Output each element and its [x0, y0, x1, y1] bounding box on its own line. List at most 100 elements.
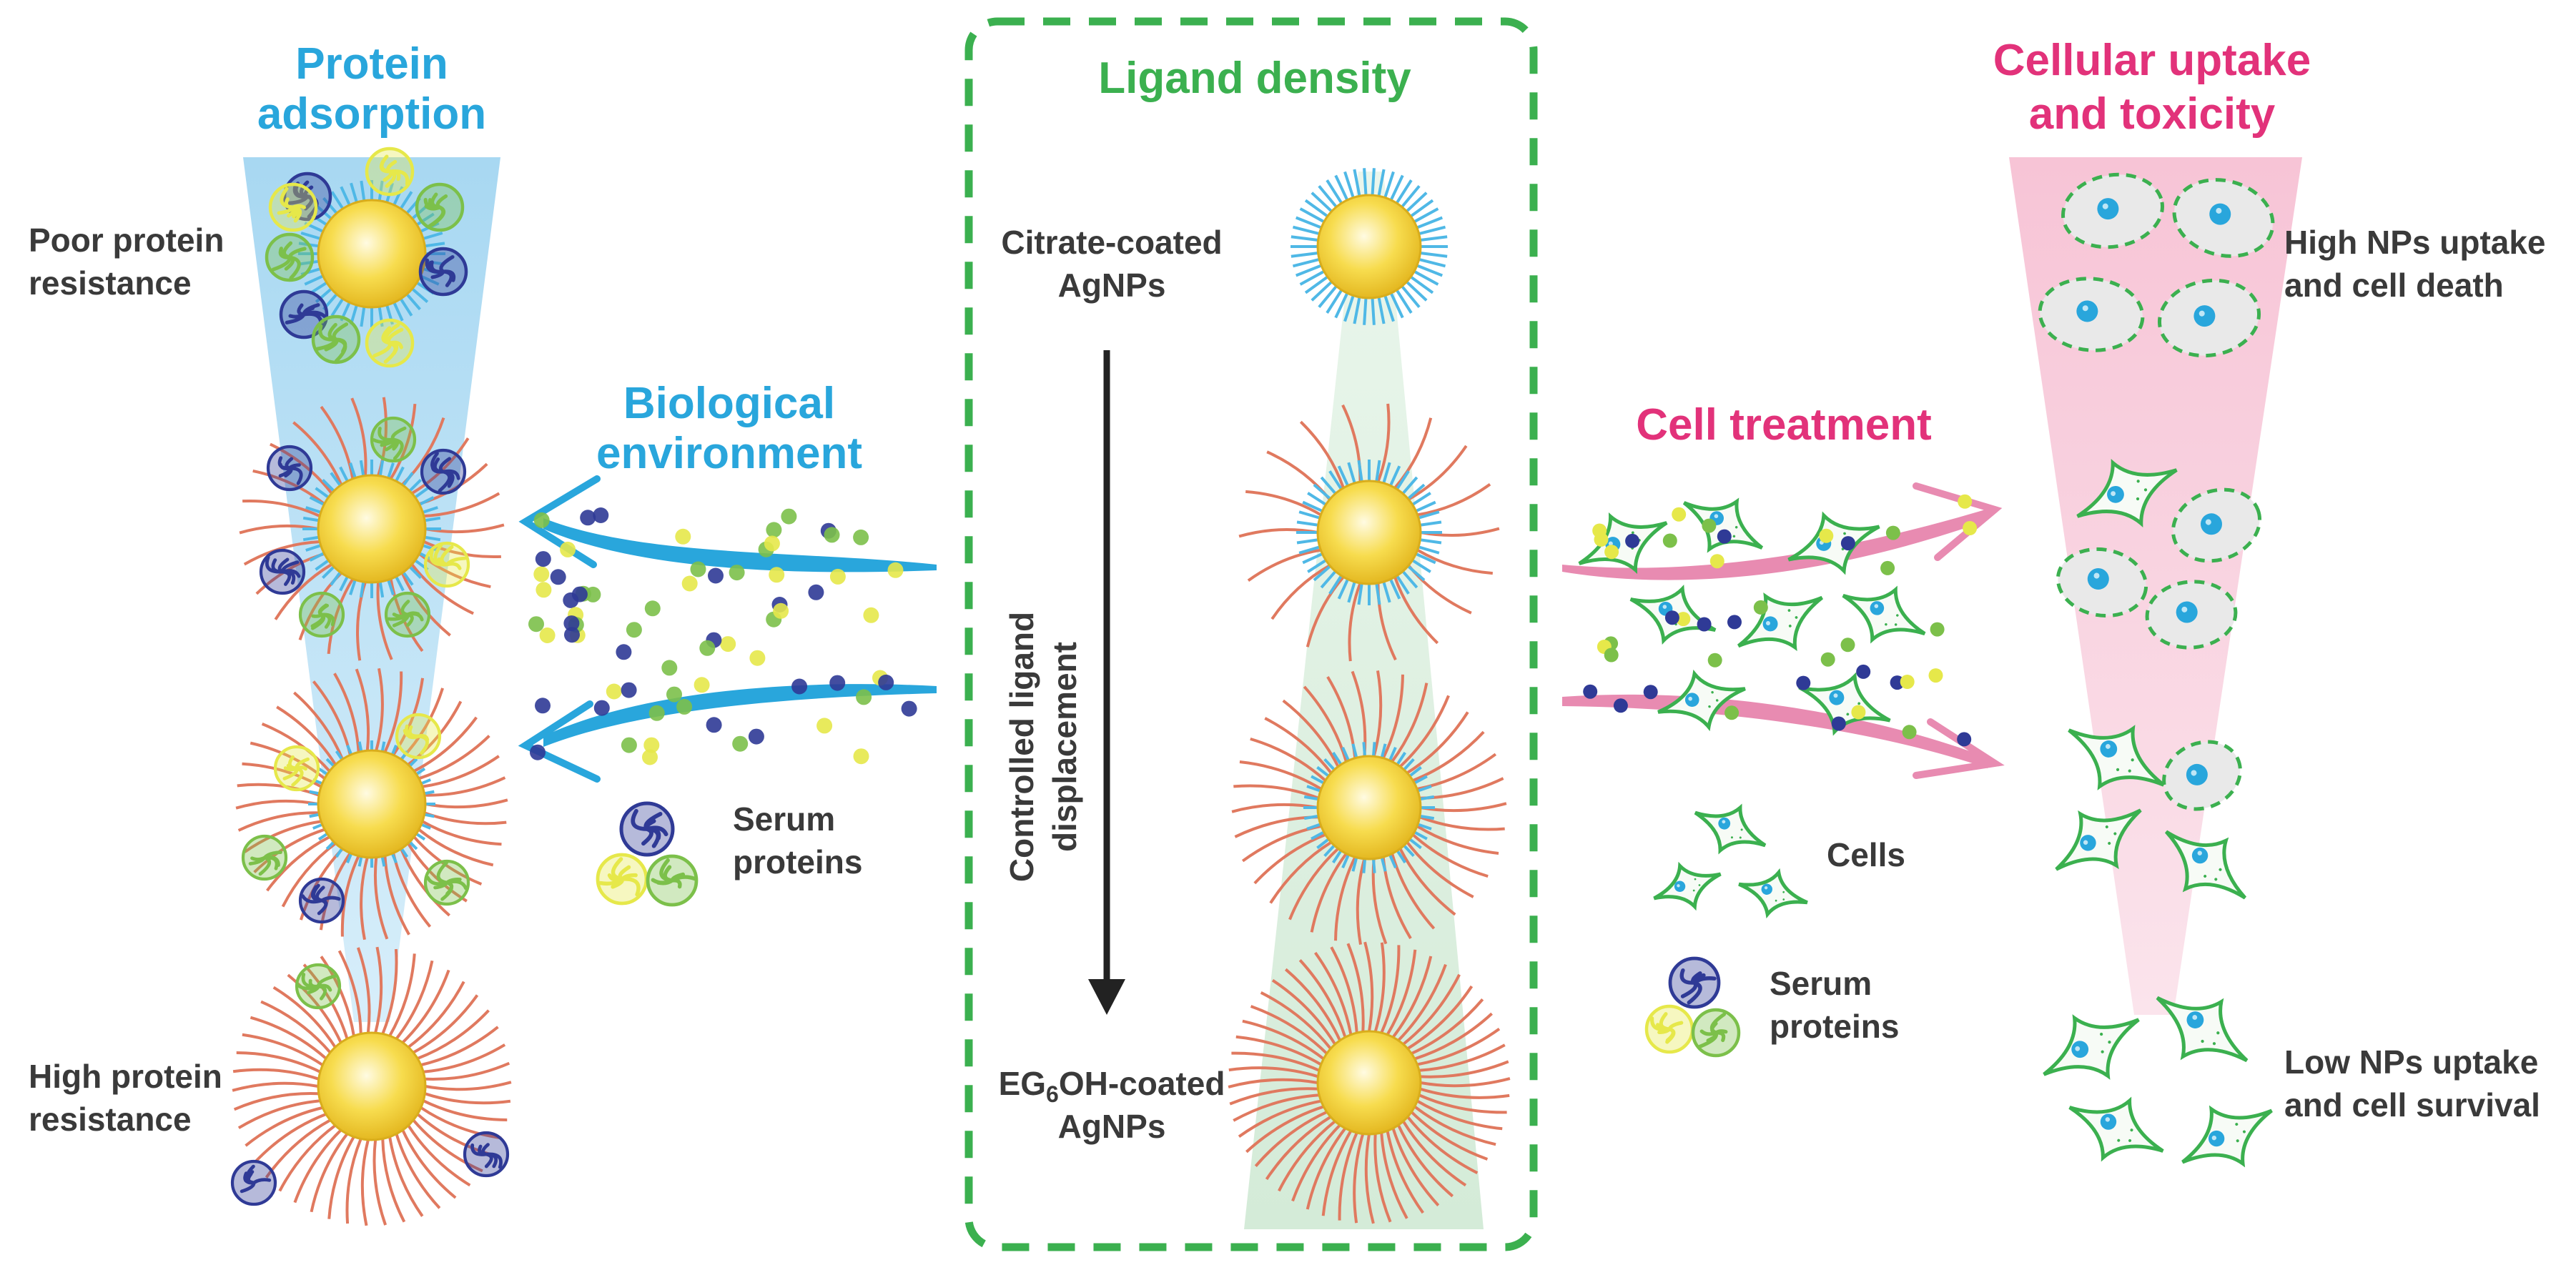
serum-protein-dot	[1831, 716, 1846, 731]
serum-protein-icon	[646, 854, 699, 907]
ligand-density-title: Ligand density	[1098, 54, 1411, 103]
serum-protein-dot	[887, 562, 904, 578]
serum-protein-dot	[675, 528, 691, 545]
serum-protein-dot	[708, 567, 724, 584]
dying-cell-icon	[2038, 277, 2145, 352]
serum-protein-dot	[1709, 554, 1724, 569]
serum-proteins-legend-icons	[596, 801, 699, 907]
serum-protein-icon	[295, 963, 342, 1010]
serum-protein-icon	[365, 147, 415, 197]
dying-cell-icon	[2172, 178, 2275, 258]
serum-protein-dot	[1702, 518, 1717, 533]
nanoparticle	[1231, 670, 1507, 945]
serum-protein-icon	[370, 416, 417, 463]
serum-protein-dot	[1672, 507, 1687, 522]
serum-protein-icon	[259, 548, 306, 595]
serum-protein-dot	[1583, 684, 1598, 699]
serum-protein-dot	[571, 586, 588, 602]
nanoparticle	[1228, 941, 1511, 1224]
serum-protein-dot	[643, 737, 660, 753]
nanoparticle	[1238, 403, 1500, 662]
cell-icon	[2156, 996, 2249, 1063]
serum-protein-dot	[1856, 664, 1871, 679]
cellular-uptake-title: Cellular uptake	[1993, 36, 2311, 85]
serum-protein-dot	[748, 728, 764, 745]
nanoparticle	[1291, 168, 1448, 325]
serum-protein-dot	[536, 582, 552, 598]
serum-protein-dot	[720, 636, 736, 653]
serum-protein-icon	[423, 541, 470, 588]
serum-protein-dot	[1958, 494, 1973, 509]
controlled-ligand-label-2: displacement	[1046, 642, 1083, 852]
serum-protein-dot	[560, 541, 576, 557]
serum-protein-dot	[550, 569, 566, 585]
serum-protein-dot	[1604, 648, 1619, 663]
serum-protein-dot	[606, 683, 622, 700]
nanoparticle	[239, 397, 505, 661]
serum-protein-dot	[773, 602, 789, 619]
serum-protein-dot	[648, 705, 665, 721]
serum-protein-icon	[463, 1131, 510, 1178]
pink-arrow-upper-head	[1913, 482, 2003, 561]
serum-protein-dot	[1851, 705, 1866, 720]
serum-protein-dot	[1643, 685, 1658, 700]
serum-protein-icon	[241, 834, 288, 881]
protein-adsorption-panel: Protein adsorption Poor protein resistan…	[29, 39, 512, 1226]
cell-treatment-title: Cell treatment	[1636, 400, 1931, 450]
dying-cell-icon	[2157, 278, 2261, 358]
serum-protein-dot	[856, 689, 872, 705]
serum-protein-dot	[766, 522, 782, 538]
serum-protein-dot	[1662, 533, 1677, 548]
treatment-serum-label: Serum	[1770, 965, 1872, 1002]
serum-protein-dot	[1727, 615, 1742, 630]
cell-icon	[2068, 1096, 2164, 1162]
serum-protein-dot	[732, 735, 749, 752]
blue-arrow-lower	[543, 684, 937, 747]
cells-label: Cells	[1827, 836, 1905, 873]
nanoparticle	[298, 180, 445, 327]
serum-protein-dot	[530, 744, 546, 760]
serum-protein-dot	[621, 682, 637, 698]
serum-protein-icon	[1668, 956, 1721, 1009]
treatment-serum-legend-icons	[1644, 956, 1741, 1058]
serum-protein-dot	[593, 700, 610, 716]
cell-icon	[1694, 803, 1767, 855]
serum-protein-icon	[418, 247, 468, 297]
serum-protein-dot	[1604, 545, 1619, 560]
serum-protein-dot	[690, 561, 706, 577]
serum-protein-dot	[1613, 698, 1628, 713]
cell-icon	[1842, 585, 1926, 644]
dying-cell-icon	[2145, 580, 2238, 650]
serum-protein-dot	[533, 512, 550, 528]
high-protein-resistance-label-2: resistance	[29, 1101, 192, 1138]
eg6oh-coated-label: EG6OH-coated	[999, 1065, 1225, 1107]
eg6oh-coated-label-2: AgNPs	[1058, 1108, 1166, 1145]
poor-protein-resistance-label: Poor protein	[29, 222, 224, 259]
cell-icon	[1798, 672, 1891, 736]
serum-protein-dot	[764, 535, 780, 552]
treatment-cells	[1578, 497, 1926, 736]
serum-protein-dot	[533, 566, 550, 582]
serum-protein-icon	[365, 318, 415, 368]
high-uptake-label-2: and cell death	[2284, 267, 2504, 304]
protein-adsorption-title: Protein	[295, 39, 448, 89]
serum-protein-dot	[816, 718, 833, 734]
uptake-cells	[2038, 172, 2275, 1168]
cell-icon	[2164, 830, 2247, 900]
eg6oh-subscript: 6	[1046, 1081, 1059, 1107]
serum-protein-dot	[564, 627, 580, 643]
serum-protein-dot	[1885, 525, 1900, 540]
serum-protein-dot	[535, 551, 551, 567]
serum-protein-dot	[535, 698, 551, 714]
biological-environment-title-2: environment	[596, 429, 862, 478]
serum-protein-dot	[829, 568, 846, 585]
serum-protein-dot	[593, 507, 609, 523]
serum-protein-icon	[1644, 1004, 1694, 1054]
serum-protein-dot	[699, 640, 716, 656]
treatment-serum-dots	[1583, 494, 1978, 747]
serum-protein-icon	[266, 445, 313, 492]
serum-protein-dot	[1707, 653, 1722, 668]
nanoparticle	[232, 946, 512, 1226]
serum-protein-icon	[395, 713, 442, 760]
